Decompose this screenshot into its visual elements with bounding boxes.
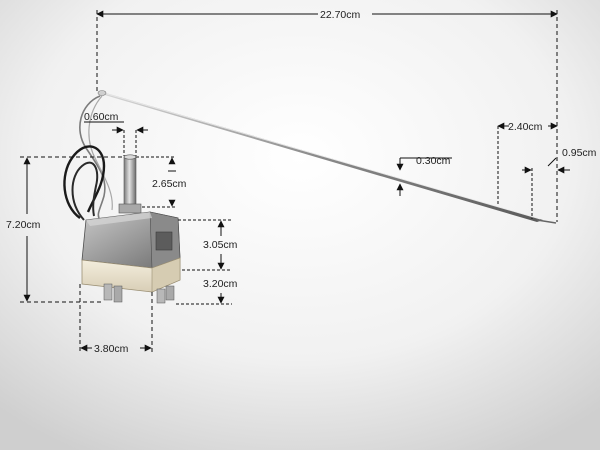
label-housing-height: 3.05cm [203, 239, 238, 251]
label-tip-diameter: 0.95cm [562, 147, 597, 159]
capillary-tube-loop [88, 95, 113, 211]
sensing-rod [98, 93, 543, 222]
control-shaft [123, 156, 137, 208]
label-bulb-length: 2.40cm [508, 121, 543, 133]
label-total-height: 7.20cm [6, 219, 41, 231]
label-bulb-diameter: 0.30cm [416, 155, 451, 167]
label-shaft-height: 2.65cm [152, 178, 187, 190]
terminal-1 [103, 283, 113, 301]
shaft-collar [118, 203, 142, 214]
terminal-3 [156, 288, 166, 304]
terminal-4 [165, 285, 175, 301]
black-wire-loop [71, 161, 99, 221]
terminal-2 [113, 285, 123, 303]
dimension-lines [20, 10, 570, 354]
housing-top-edge [86, 212, 152, 226]
rod-bend [97, 90, 107, 96]
black-wire [63, 145, 106, 219]
label-body-width: 3.80cm [94, 343, 129, 355]
capillary-tube [79, 95, 106, 221]
shaft-top [123, 154, 137, 160]
thermostat-illustration [63, 90, 557, 304]
leader-tip-diameter [547, 157, 557, 167]
housing-slot [155, 231, 173, 251]
ceramic-base-side [151, 257, 181, 293]
label-shaft-diameter: 0.60cm [84, 111, 119, 123]
label-base-height: 3.20cm [203, 278, 238, 290]
sensing-rod-highlight [99, 91, 541, 220]
bulb-tip [536, 219, 557, 224]
label-overall-length: 22.70cm [320, 9, 361, 21]
